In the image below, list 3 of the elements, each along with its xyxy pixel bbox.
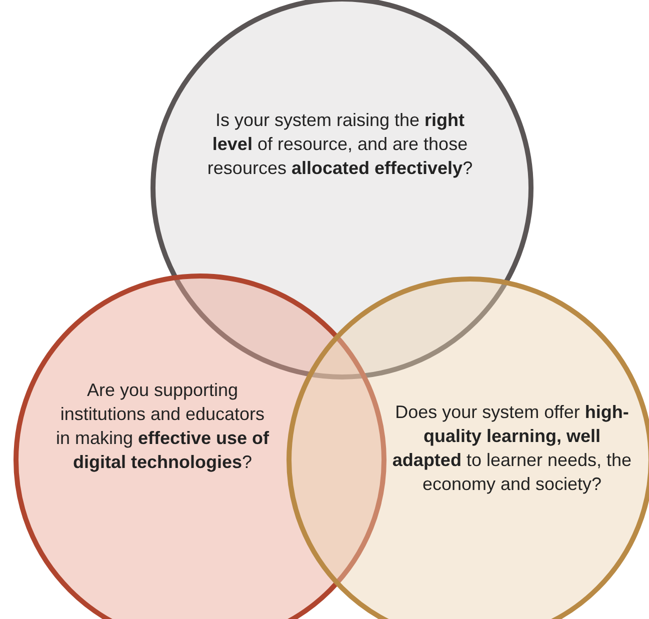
question-text: Are you supporting institutions and educators in making effective use of digital technologies? <box>55 379 270 474</box>
question-text: Does your system offer high-quality learning, well adapted to learner needs, the economy and society? <box>392 401 632 496</box>
question-text: Is your system raising the right level of resource, and are those resources allocated effectively? <box>206 109 474 180</box>
